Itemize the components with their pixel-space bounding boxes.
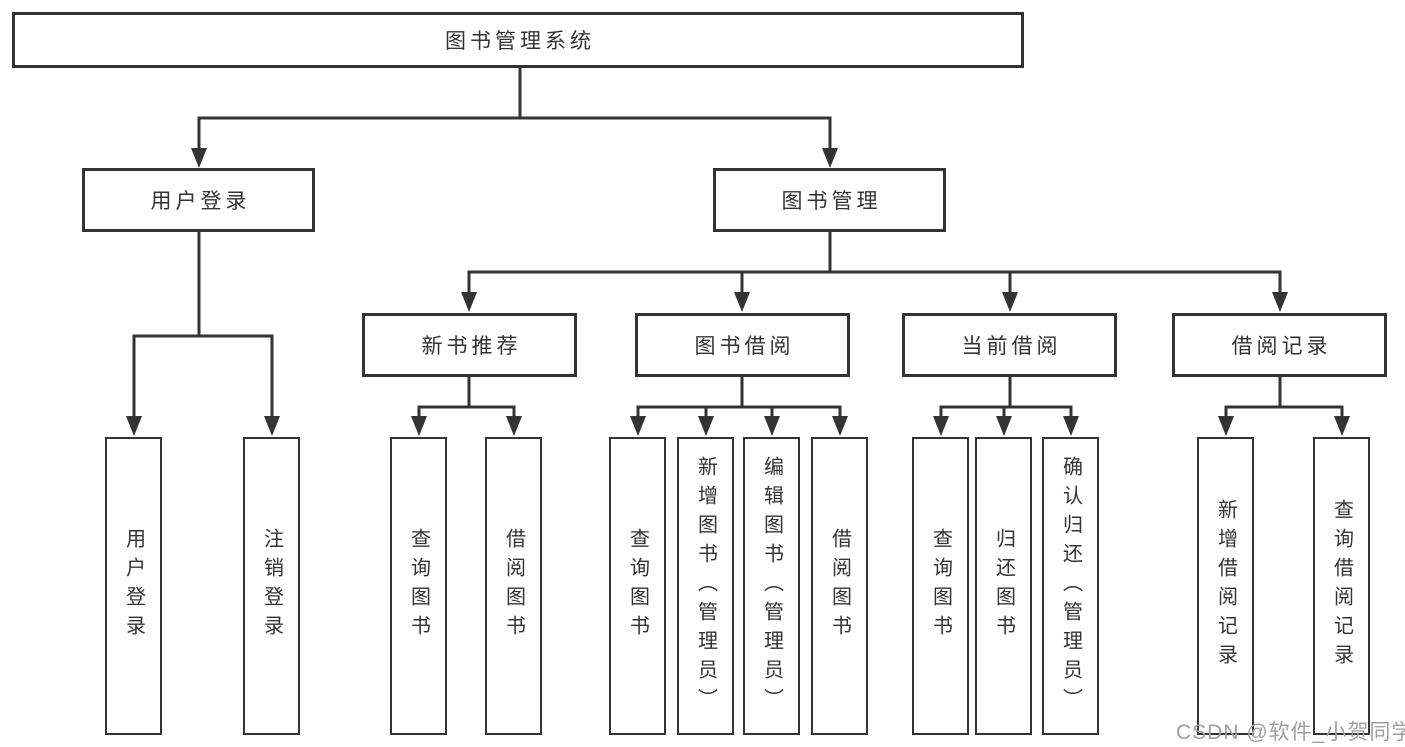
node-library-management-system: 图书管理系统 xyxy=(12,12,1024,68)
leaf-label: 查询图书 xyxy=(407,528,430,644)
leaf-label: 借阅图书 xyxy=(828,528,851,644)
csdn-watermark: CSDN @软件_小贺同学 xyxy=(1176,721,1405,744)
leaf-label: 确认归还（管理员） xyxy=(1059,455,1082,717)
connector-drops xyxy=(132,116,1344,422)
leaf-label: 查询借阅记录 xyxy=(1330,499,1353,673)
node-book-borrowing: 图书借阅 xyxy=(635,313,850,377)
node-label: 当前借阅 xyxy=(961,335,1062,358)
leaf-label: 归还图书 xyxy=(992,528,1015,644)
leaf-label: 查询图书 xyxy=(626,528,649,644)
leaf-edit-book-admin: 编辑图书（管理员） xyxy=(743,437,800,735)
leaf-query-books-borrow: 查询图书 xyxy=(609,437,666,735)
node-borrowing-records: 借阅记录 xyxy=(1172,313,1387,377)
leaf-query-borrow-record: 查询借阅记录 xyxy=(1313,437,1370,735)
leaf-label: 借阅图书 xyxy=(502,528,525,644)
connector-trunks xyxy=(132,66,1344,409)
leaf-label: 新增图书（管理员） xyxy=(694,455,717,717)
arrowhead-icons xyxy=(126,148,1350,436)
node-label: 图书借阅 xyxy=(694,335,795,358)
node-label: 借阅记录 xyxy=(1231,335,1332,358)
node-label: 图书管理系统 xyxy=(445,30,595,53)
leaf-borrow-books-recommend: 借阅图书 xyxy=(485,437,542,735)
node-new-book-recommendation: 新书推荐 xyxy=(362,313,577,377)
leaf-add-borrow-record: 新增借阅记录 xyxy=(1197,437,1254,735)
leaf-confirm-return-admin: 确认归还（管理员） xyxy=(1042,437,1099,735)
leaf-query-books-recommend: 查询图书 xyxy=(390,437,447,735)
leaf-label: 新增借阅记录 xyxy=(1214,499,1237,673)
leaf-user-login: 用户登录 xyxy=(105,437,162,735)
leaf-add-book-admin: 新增图书（管理员） xyxy=(677,437,734,735)
leaf-label: 编辑图书（管理员） xyxy=(760,455,783,717)
node-label: 用户登录 xyxy=(150,190,251,213)
leaf-borrow-books: 借阅图书 xyxy=(811,437,868,735)
leaf-query-books-current: 查询图书 xyxy=(912,437,969,735)
node-book-management-branch: 图书管理 xyxy=(713,168,946,232)
node-label: 新书推荐 xyxy=(421,335,522,358)
node-user-login-branch: 用户登录 xyxy=(82,168,315,232)
leaf-label: 查询图书 xyxy=(929,528,952,644)
node-current-borrowing: 当前借阅 xyxy=(902,313,1117,377)
leaf-return-book: 归还图书 xyxy=(975,437,1032,735)
leaf-label: 注销登录 xyxy=(260,528,283,644)
leaf-label: 用户登录 xyxy=(122,528,145,644)
node-label: 图书管理 xyxy=(781,190,882,213)
leaf-logout: 注销登录 xyxy=(243,437,300,735)
